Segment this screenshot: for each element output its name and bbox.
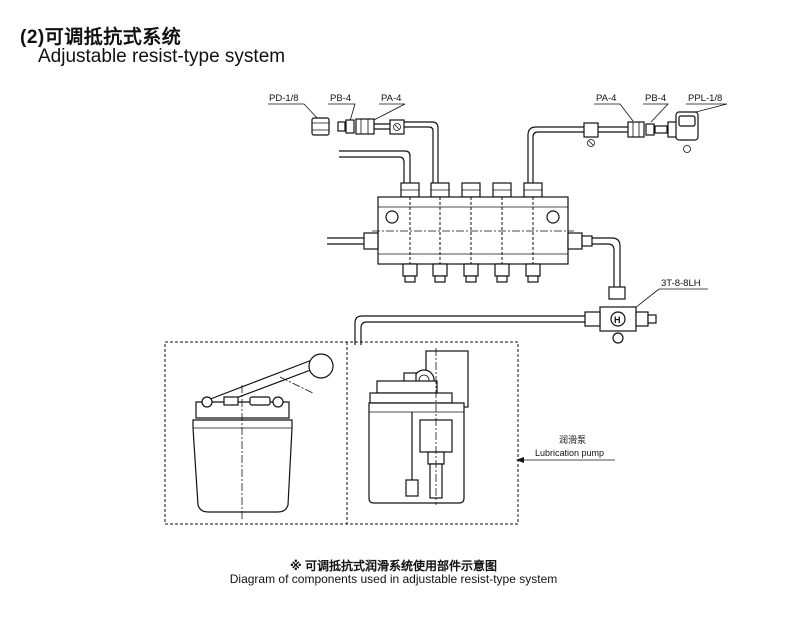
manifold-bottom-fittings (402, 263, 541, 283)
pump-callout: 润滑泵 Lubrication pump (516, 434, 615, 463)
label-pa-4-left: PA-4 (381, 93, 401, 104)
tank-body (192, 419, 293, 513)
label-pb-4-left: PB-4 (330, 93, 351, 104)
title-english: Adjustable resist-type system (38, 46, 286, 67)
tee-h-mark: H (614, 315, 621, 325)
label-pd-1-8: PD-1/8 (269, 93, 299, 104)
reservoir-tank (192, 353, 334, 520)
pb-4-right-sleeve (645, 123, 655, 136)
right-fitting-group: PA-4 PB-4 PPL-1/8 (527, 93, 728, 183)
pd-1-8-plug (311, 117, 330, 136)
label-pb-4-right: PB-4 (645, 93, 666, 104)
pipe-manifold-to-tee (592, 237, 621, 287)
pa-4-right-nut (627, 121, 645, 138)
manifold-top-fittings (400, 182, 543, 198)
pump-enclosure-dashed (164, 341, 519, 525)
distributor-manifold (327, 150, 593, 283)
lubrication-pump (368, 348, 469, 505)
tube-clamp-right (583, 122, 599, 138)
pa-4-left-nut (355, 118, 375, 135)
left-fitting-group: PD-1/8 PB-4 PA-4 (268, 93, 439, 183)
label-ppl-1-8: PPL-1/8 (688, 93, 722, 104)
tee-3t-8-8lh: 3T-8-8LH H (584, 278, 708, 344)
label-pump-cn: 润滑泵 (559, 434, 586, 445)
label-3t-8-8lh: 3T-8-8LH (661, 278, 701, 289)
pb-4-left-sleeve (337, 121, 346, 132)
title-chinese: (2)可调抵抗式系统 (20, 27, 182, 48)
pipe-tee-to-pump (354, 315, 585, 345)
caption-chinese: ※ 可调抵抗式润滑系统使用部件示意图 (289, 559, 497, 573)
caption-english: Diagram of components used in adjustable… (229, 572, 558, 586)
label-pump-en: Lubrication pump (535, 448, 604, 458)
lever-knob (308, 353, 334, 379)
label-pa-4-right: PA-4 (596, 93, 616, 104)
